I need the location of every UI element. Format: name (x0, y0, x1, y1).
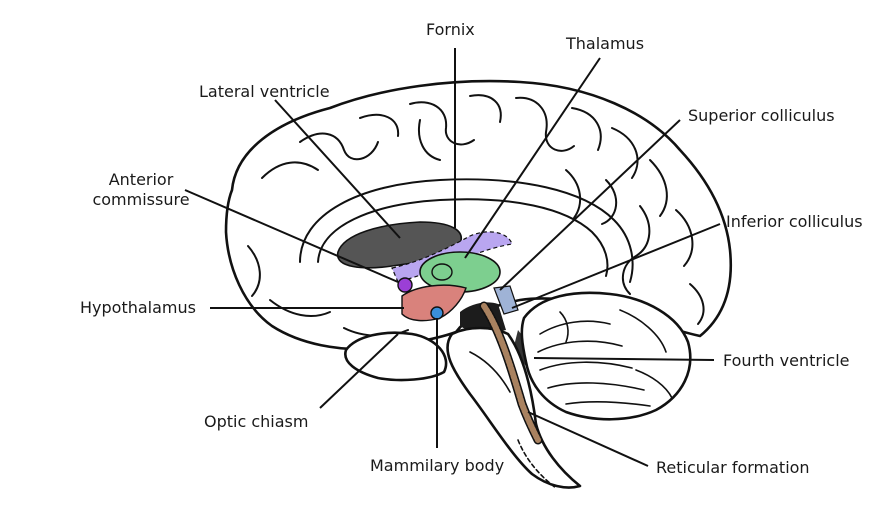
anterior-commissure-shape (397, 277, 413, 293)
label-optic-chiasm: Optic chiasm (204, 412, 309, 431)
leader-superior-colliculus (499, 119, 681, 291)
thalamus-inner (431, 263, 453, 281)
leader-optic-chiasm (319, 333, 399, 409)
brainstem-outline (446, 326, 582, 489)
leader-fourth-ventricle (533, 357, 715, 361)
leader-lateral-ventricle (274, 99, 401, 239)
cortex-gyri (247, 94, 705, 337)
cerebellum-folia (537, 309, 673, 407)
leader-inferior-colliculus (511, 223, 721, 309)
leader-anterior-commissure (184, 189, 399, 283)
leader-reticular-formation (527, 411, 649, 467)
label-hypothalamus: Hypothalamus (80, 298, 196, 317)
corpus-callosum (317, 198, 609, 277)
label-lateral-ventricle: Lateral ventricle (199, 82, 330, 101)
label-fornix: Fornix (426, 20, 475, 39)
label-anterior-commissure: Anterior commissure (92, 170, 190, 209)
hypothalamus-shape (401, 284, 467, 322)
label-fourth-ventricle: Fourth ventricle (723, 351, 850, 370)
label-thalamus: Thalamus (566, 34, 645, 53)
label-mammillary-body: Mammilary body (370, 456, 505, 475)
label-inferior-colliculus: Inferior colliculus (726, 212, 863, 231)
label-superior-colliculus: Superior colliculus (688, 106, 835, 125)
label-reticular-formation: Reticular formation (656, 458, 810, 477)
leader-thalamus (464, 57, 601, 259)
cingulate-gyrus (299, 178, 634, 283)
